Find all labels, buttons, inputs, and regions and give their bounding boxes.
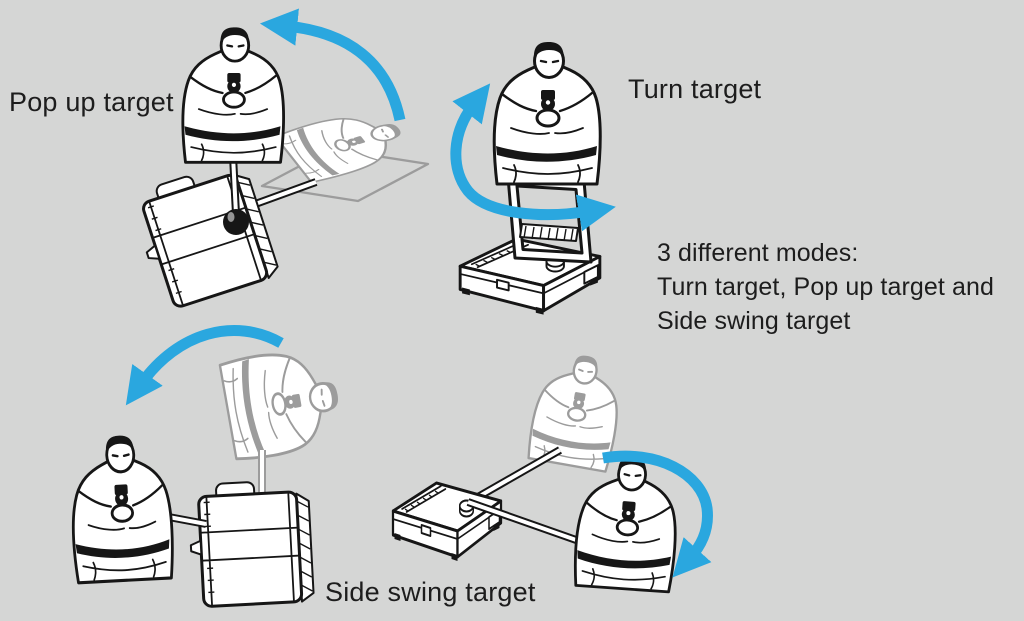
curved-arrow-down-left-icon — [125, 325, 284, 406]
raised-target-silhouette-ghost — [218, 342, 348, 464]
pop-up-target-label: Pop up target — [9, 87, 174, 117]
target-pole — [229, 155, 240, 215]
curved-double-headed-rotate-arrow-icon — [450, 83, 616, 232]
shooter-target-silhouette — [571, 452, 683, 594]
side-swing-right-figure — [391, 347, 713, 594]
modes-note-line3: Side swing target — [657, 307, 851, 335]
modes-note-line2: Turn target, Pop up target and — [657, 273, 995, 301]
upper-swing-bar — [476, 446, 562, 501]
turn-target-figure — [450, 40, 616, 317]
shooter-target-silhouette — [181, 25, 286, 164]
curved-arrow-up-left-icon — [259, 8, 406, 122]
upright-case — [186, 477, 316, 609]
pivot-bar — [248, 178, 318, 210]
modes-note: 3 different modes: Turn target, Pop up t… — [657, 236, 994, 338]
side-swing-left-figure — [66, 325, 348, 609]
curved-arrow-down-right-icon — [602, 450, 713, 578]
pop-up-target-figure — [126, 8, 430, 313]
shooter-target-silhouette — [492, 40, 602, 186]
side-swing-target-label: Side swing target — [325, 577, 536, 607]
pivot-weight — [223, 209, 249, 235]
modes-note-line1: 3 different modes: — [657, 239, 859, 267]
upright-case — [126, 156, 282, 313]
pivot-weight-highlight — [227, 212, 235, 222]
lower-swing-bar — [466, 498, 598, 551]
turn-target-label: Turn target — [628, 74, 762, 104]
shooter-target-silhouette — [66, 431, 176, 585]
